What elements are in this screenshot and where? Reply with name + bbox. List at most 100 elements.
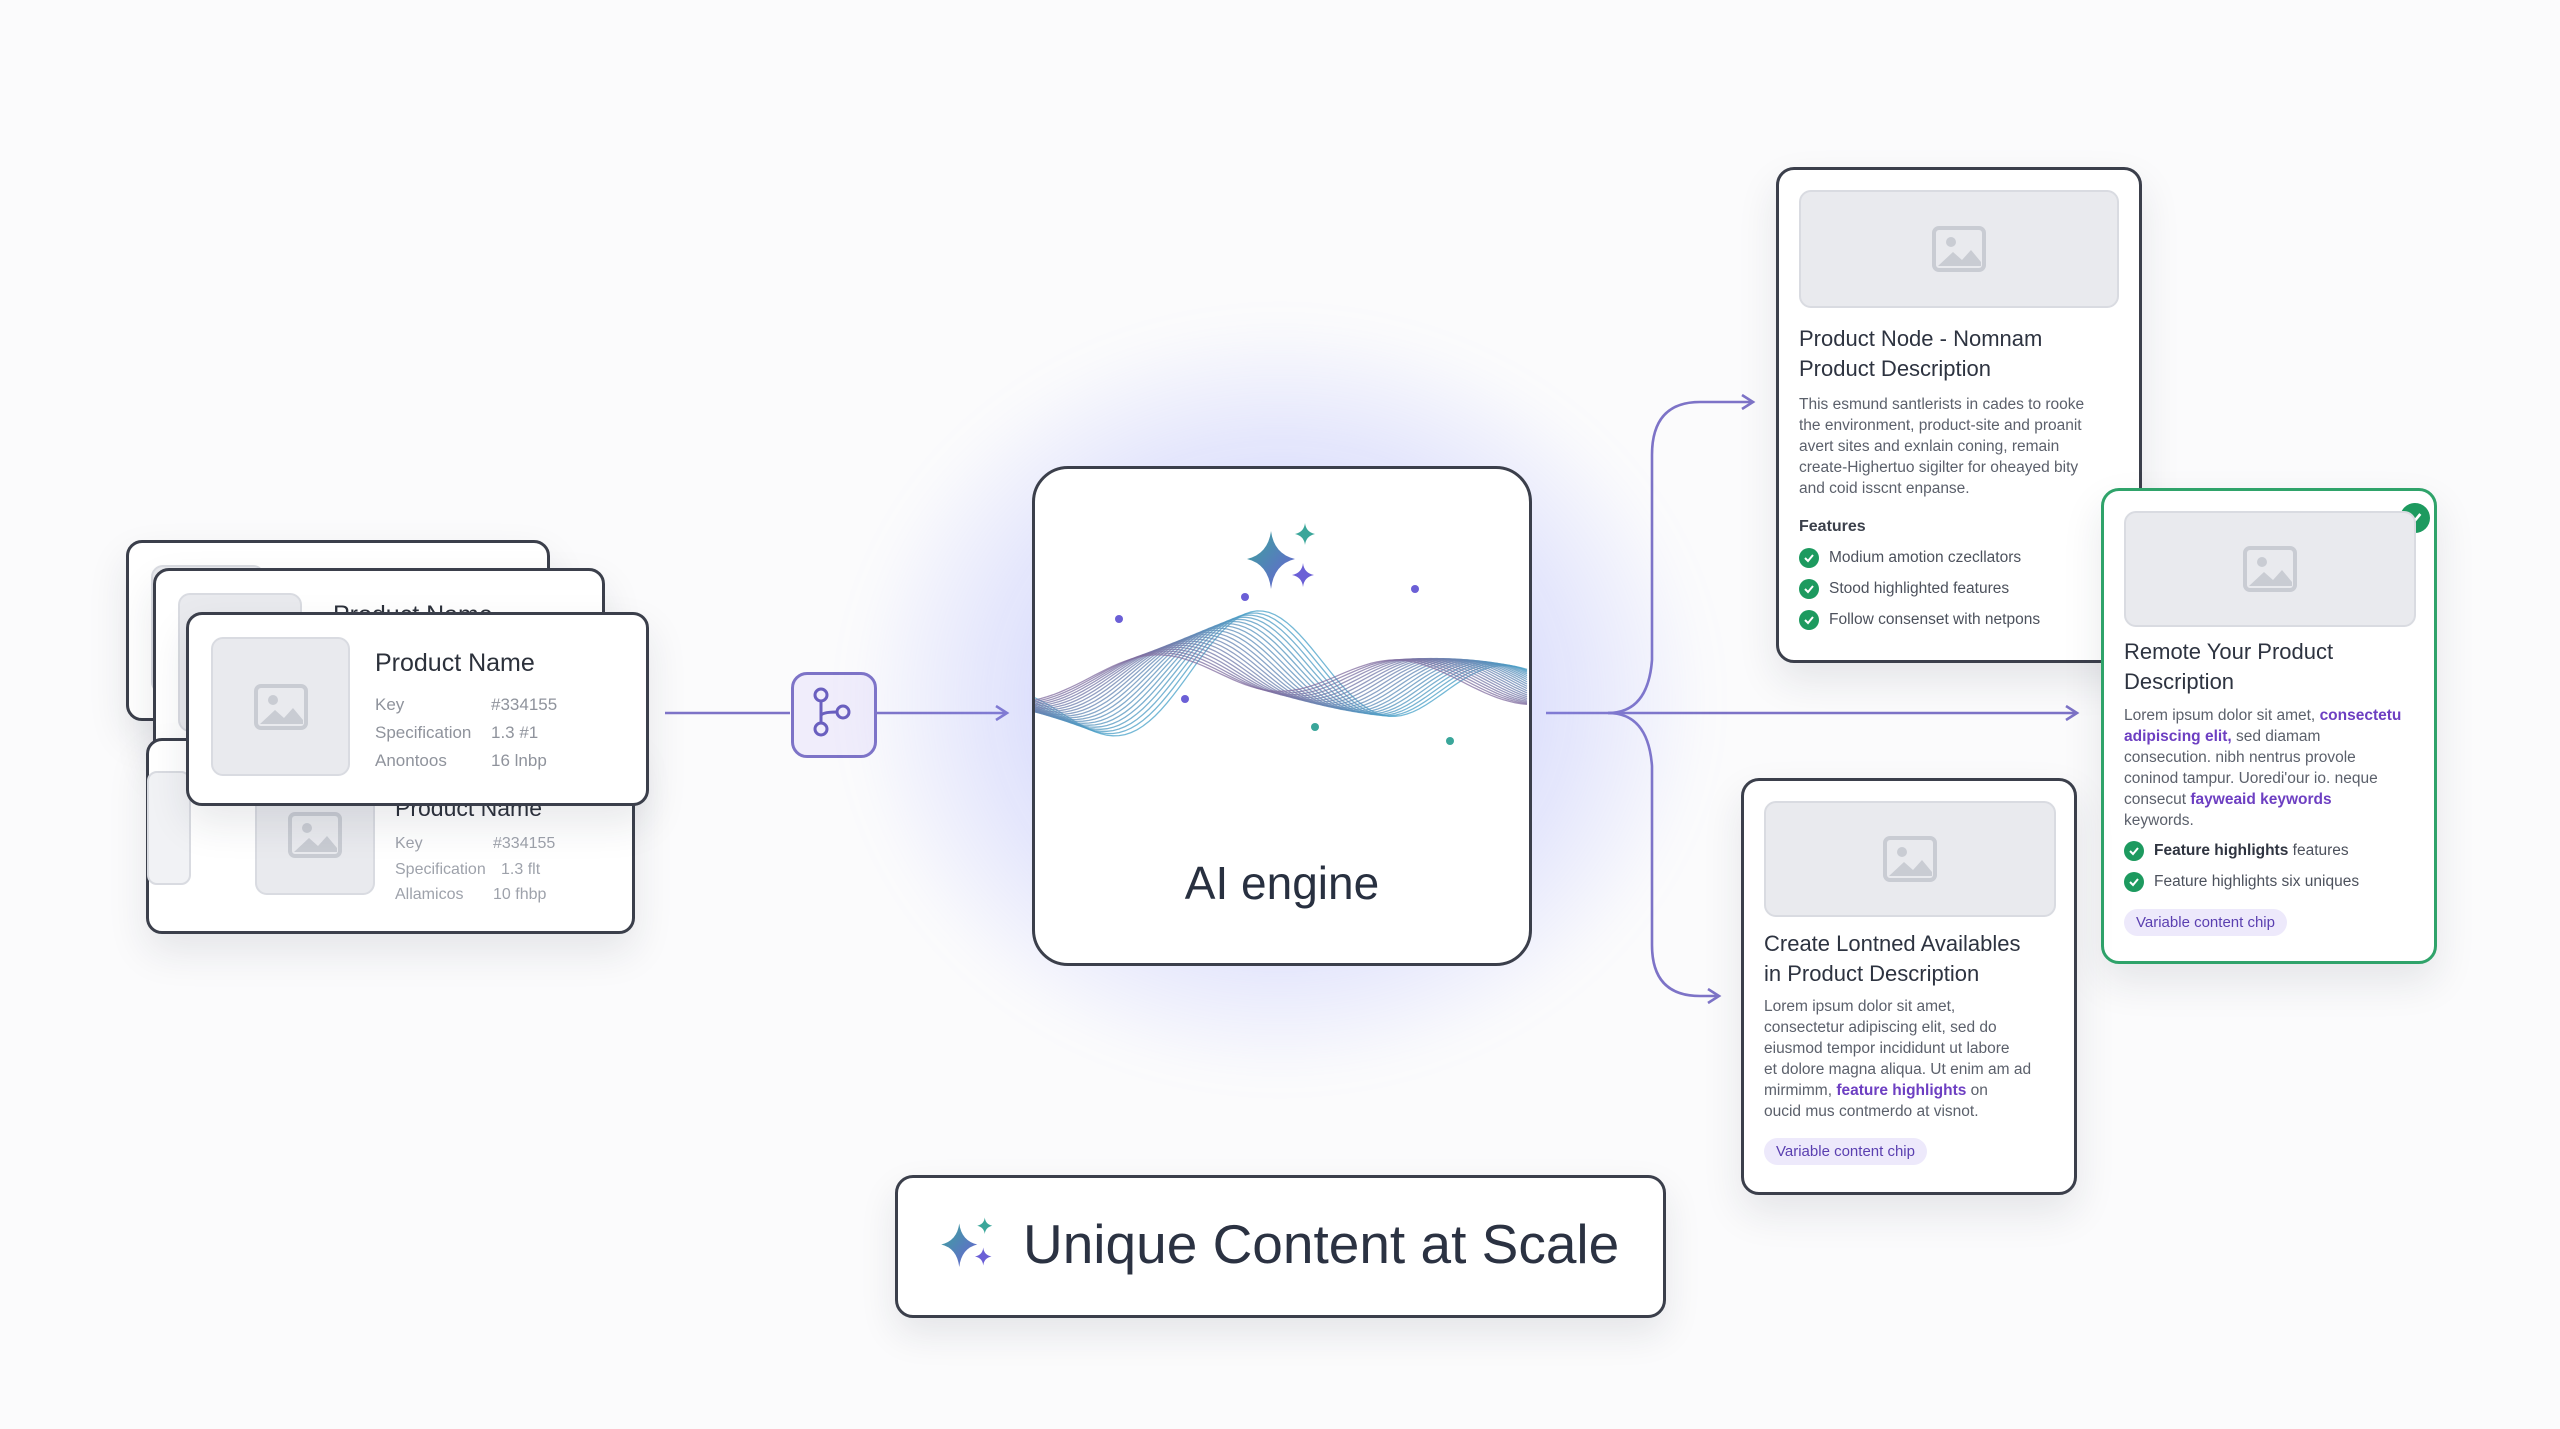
input-card-title: Product Name	[375, 649, 535, 677]
image-icon	[1883, 836, 1937, 882]
body-line: adipiscing elit, sed diamam	[2124, 726, 2401, 747]
image-placeholder	[1799, 190, 2119, 308]
feature-label: Stood highlighted features	[1829, 580, 2010, 597]
body-line: eiusmod tempor incididunt ut labore	[1764, 1040, 2010, 1057]
output-title: Product Node - Nomnam Product Descriptio…	[1799, 324, 2042, 384]
body-line: mirmimm, feature highlights on	[1764, 1080, 2031, 1101]
body-line: oucid mus contmerdo at visnot.	[1764, 1103, 1979, 1120]
check-icon	[1799, 610, 1819, 630]
body-text: Lorem ipsum dolor sit amet,	[2124, 707, 2316, 724]
feature-item: Follow consenset with netpons	[1799, 610, 2040, 630]
body-line: consecution. nibh nentrus provole	[2124, 749, 2356, 766]
image-icon	[1932, 226, 1986, 272]
check-icon	[2124, 841, 2144, 861]
wave-dot	[1411, 585, 1419, 593]
wave-line	[1035, 612, 1528, 735]
feature-item: Modium amotion czecllators	[1799, 548, 2021, 568]
image-placeholder	[2124, 511, 2416, 627]
tagline-banner: Unique Content at Scale	[895, 1175, 1666, 1318]
body-text: mirmimm,	[1764, 1082, 1837, 1099]
spec-value: 10 fhbp	[493, 886, 547, 903]
wave-dot	[1181, 695, 1189, 703]
feature-item: Stood highlighted features	[1799, 579, 2009, 599]
output-body: This esmund santlerists in cades to rook…	[1799, 394, 2084, 499]
body-line: This esmund santlerists in cades to rook…	[1799, 396, 2085, 413]
ai-engine-card: AI engine	[1032, 466, 1532, 966]
wave-dot	[1311, 723, 1319, 731]
feature-bold: Feature highlights	[2154, 842, 2289, 859]
feature-item: Feature highlights features	[2124, 841, 2349, 861]
check-icon	[1799, 548, 1819, 568]
title-line: in Product Description	[1764, 961, 1980, 986]
check-icon	[2124, 872, 2144, 892]
variable-content-chip[interactable]: Variable content chip	[1764, 1138, 1927, 1165]
body-line: consectetur adipiscing elit, sed do	[1764, 1019, 1997, 1036]
spec-label: Key	[375, 695, 405, 714]
keyword: adipiscing elit,	[2124, 728, 2232, 745]
keyword: feature highlights	[1836, 1082, 1967, 1099]
variable-content-chip[interactable]: Variable content chip	[2124, 909, 2287, 936]
body-text: on	[1966, 1082, 1988, 1099]
body-line: consecut fayweaid keywords	[2124, 789, 2401, 810]
sparkle-icon	[1247, 523, 1315, 589]
wave-dot	[1115, 615, 1123, 623]
check-icon	[1799, 579, 1819, 599]
engine-label: AI engine	[1184, 857, 1380, 909]
image-placeholder-border	[147, 771, 191, 885]
spec-value: #334155	[491, 695, 558, 714]
spec-value: 1.3 flt	[501, 861, 541, 878]
spec-label: Anontoos	[375, 751, 447, 770]
wave-line	[1035, 623, 1528, 724]
spec-label: Specification	[375, 723, 472, 742]
output-body: Lorem ipsum dolor sit amet, consectetur …	[1764, 996, 2031, 1122]
git-branch-icon	[813, 687, 851, 737]
output-body: Lorem ipsum dolor sit amet, consectetu a…	[2124, 705, 2401, 831]
body-line: keywords.	[2124, 812, 2194, 829]
waveform-graphic	[1035, 585, 1528, 745]
title-line: Remote Your Product	[2124, 639, 2334, 664]
body-line: et dolore magna aliqua. Ut enim am ad	[1764, 1061, 2032, 1078]
body-line: and coid isscnt enpanse.	[1799, 480, 1970, 497]
output-card-bottom: Create Lontned Availables in Product Des…	[1741, 778, 2077, 1195]
body-line: Lorem ipsum dolor sit amet, consectetu	[2124, 705, 2401, 726]
wave-line	[1035, 652, 1528, 705]
keyword: fayweaid keywords	[2190, 791, 2332, 808]
wave-line	[1035, 618, 1528, 728]
features-heading: Features	[1799, 518, 1866, 535]
feature-rest: features	[2288, 842, 2349, 859]
title-line: Create Lontned Availables	[1764, 931, 2021, 956]
output-title: Remote Your Product Description	[2124, 637, 2333, 697]
wave-dot	[1241, 593, 1249, 601]
spec-value: 1.3 #1	[491, 723, 539, 742]
sparkle-icon	[941, 1217, 993, 1267]
body-line: create-Highertuo sigilter for oheayed bi…	[1799, 459, 2079, 476]
feature-item: Feature highlights six uniques	[2124, 872, 2359, 892]
body-line: coninod tampur. Uoredi'our io. neque	[2124, 770, 2378, 787]
wave-line	[1035, 610, 1528, 737]
spec-value: 16 lnbp	[491, 751, 547, 770]
keyword: consectetu	[2319, 707, 2402, 724]
body-line: the environment, product-site and proani…	[1799, 417, 2082, 434]
image-icon	[288, 812, 342, 858]
wave-line	[1035, 642, 1528, 710]
wave-line	[1035, 620, 1528, 726]
spec-value: #334155	[493, 835, 556, 852]
wave-line	[1035, 654, 1528, 706]
body-text: consecut	[2124, 791, 2191, 808]
title-line: Product Description	[1799, 356, 1991, 381]
body-line: Lorem ipsum dolor sit amet,	[1764, 998, 1956, 1015]
wave-line	[1035, 650, 1528, 704]
wave-line	[1035, 616, 1528, 730]
image-icon	[2243, 546, 2297, 592]
spec-label: Specification	[395, 861, 486, 878]
output-card-right[interactable]: Remote Your Product Description Lorem ip…	[2101, 488, 2437, 964]
spec-label: Allamicos	[395, 886, 464, 903]
image-placeholder	[211, 637, 350, 776]
wave-dot	[1446, 737, 1454, 745]
body-text: sed diamam	[2231, 728, 2321, 745]
body-line: avert sites and exnlain coning, remain	[1799, 438, 2060, 455]
feature-label: Modium amotion czecllators	[1829, 549, 2022, 566]
title-line: Description	[2124, 669, 2235, 694]
wave-line	[1035, 614, 1528, 732]
feature-label: Feature highlights six uniques	[2154, 873, 2360, 890]
